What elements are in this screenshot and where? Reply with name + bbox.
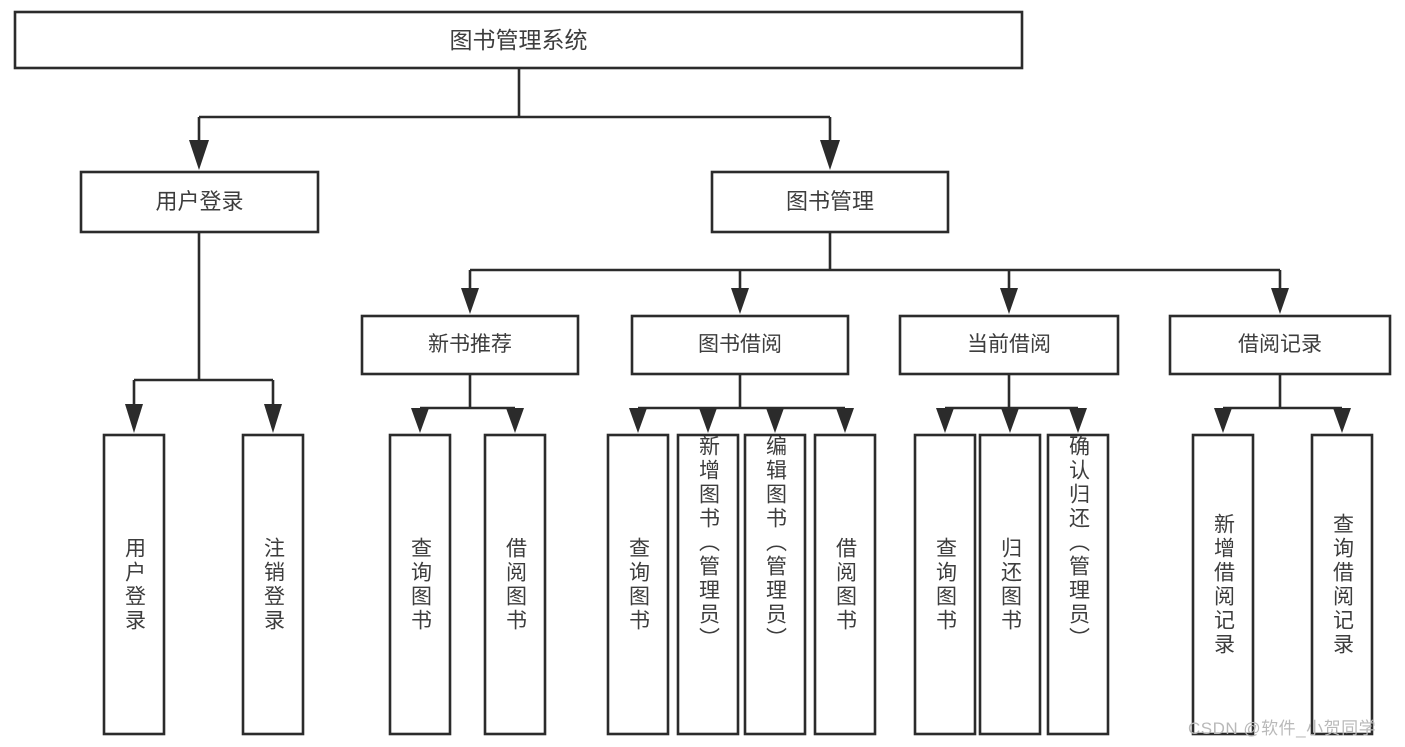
node-box-br-add-record[interactable] — [1191, 433, 1255, 736]
node-box-bb-borrow-book[interactable] — [813, 433, 877, 736]
arrow-head-icon — [1214, 408, 1232, 433]
node-box-current-borrow[interactable] — [898, 314, 1120, 376]
node-box-bb-query-book[interactable] — [606, 433, 670, 736]
node-box-br-query-record[interactable] — [1310, 433, 1374, 736]
arrow-head-icon — [1001, 408, 1019, 433]
node-box-user-login[interactable] — [79, 170, 320, 234]
node-box-nb-borrow-book[interactable] — [483, 433, 547, 736]
node-box-nb-query-book[interactable] — [388, 433, 452, 736]
arrow-head-icon — [731, 288, 749, 314]
arrow-head-icon — [766, 408, 784, 433]
arrow-head-icon — [1271, 288, 1289, 314]
arrow-head-icon — [1000, 288, 1018, 314]
arrow-head-icon — [461, 288, 479, 314]
arrow-head-icon — [1333, 408, 1351, 433]
node-box-cb-confirm-return[interactable] — [1046, 433, 1110, 736]
node-box-book-borrow[interactable] — [630, 314, 850, 376]
node-box-leaf-user-login[interactable] — [102, 433, 166, 736]
arrow-head-icon — [629, 408, 647, 433]
node-box-new-book-recommend[interactable] — [360, 314, 580, 376]
node-box-bb-add-book[interactable] — [676, 433, 740, 736]
node-box-book-manage[interactable] — [710, 170, 950, 234]
node-box-leaf-user-logout[interactable] — [241, 433, 305, 736]
csdn-watermark: CSDN @软件_小贺同学 — [1188, 719, 1377, 738]
arrow-head-icon — [264, 404, 282, 433]
node-box-root[interactable] — [13, 10, 1024, 70]
arrow-head-icon — [411, 408, 429, 433]
arrow-head-icon — [836, 408, 854, 433]
arrow-head-icon — [936, 408, 954, 433]
arrow-head-icon — [506, 408, 524, 433]
node-box-cb-query-book[interactable] — [913, 433, 977, 736]
arrow-head-icon — [699, 408, 717, 433]
arrow-head-icon — [820, 140, 840, 170]
node-box-cb-return-book[interactable] — [978, 433, 1042, 736]
arrow-head-icon — [189, 140, 209, 170]
node-box-borrow-record[interactable] — [1168, 314, 1392, 376]
node-box-bb-edit-book[interactable] — [743, 433, 807, 736]
arrow-head-icon — [125, 404, 143, 433]
arrow-head-icon — [1069, 408, 1087, 433]
